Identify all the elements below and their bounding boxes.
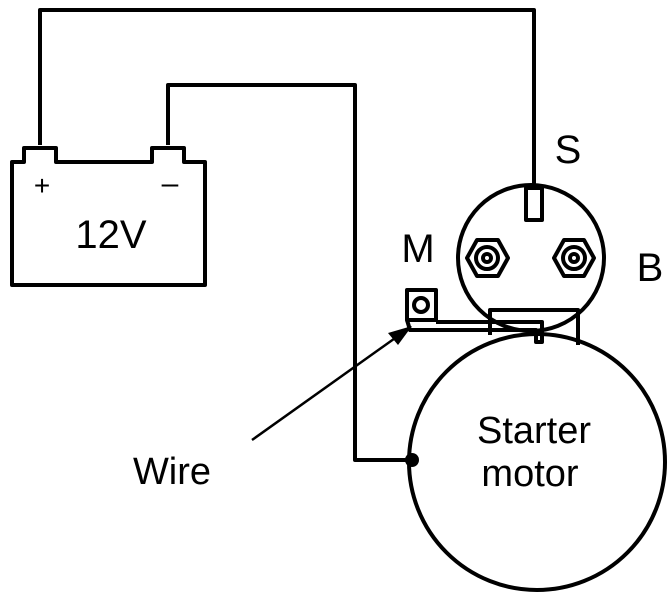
battery-positive-label: + [34,170,50,201]
wire-negative-to-motor [166,83,412,462]
s-terminal-label: S [555,128,582,172]
battery-negative-label: – [162,167,179,200]
battery: + – 12V [10,146,207,287]
b-stud-nut [552,238,596,278]
wire-callout-label: Wire [133,451,211,493]
wire-callout-line [251,334,399,442]
m-terminal-label: M [401,227,434,271]
m-terminal [405,288,438,322]
wire-callout-arrowhead [388,326,412,345]
starter-motor-label-line2: motor [481,453,578,495]
m-stud-nut [465,238,510,278]
battery-voltage-label: 12V [75,213,146,257]
battery-body [10,146,207,287]
wire-positive-to-s-terminal [38,8,536,190]
m-terminal-screw [412,296,430,314]
b-terminal-label: B [637,246,664,290]
s-terminal [524,186,544,222]
starter-motor-label-line1: Starter [477,410,591,452]
strap-wire [405,319,544,344]
solenoid [456,183,606,345]
